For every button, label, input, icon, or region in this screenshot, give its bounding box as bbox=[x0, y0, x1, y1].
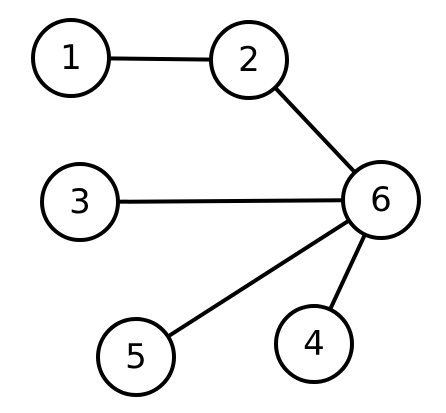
edge-6-5 bbox=[134, 198, 383, 359]
node-circle-5 bbox=[96, 317, 176, 397]
edge-3-6 bbox=[78, 198, 383, 204]
node-circle-2 bbox=[209, 20, 289, 100]
node-circle-6 bbox=[341, 160, 421, 240]
nodes-layer: 1 2 3 6 5 4 bbox=[31, 18, 421, 397]
node-label-6: 6 bbox=[370, 180, 392, 220]
node-label-5: 5 bbox=[125, 337, 147, 377]
node-label-1: 1 bbox=[60, 38, 82, 78]
node-2: 2 bbox=[209, 20, 289, 100]
node-label-2: 2 bbox=[238, 40, 260, 80]
node-3: 3 bbox=[40, 162, 120, 242]
node-label-4: 4 bbox=[303, 324, 325, 364]
node-label-3: 3 bbox=[69, 182, 91, 222]
node-5: 5 bbox=[96, 317, 176, 397]
node-4: 4 bbox=[274, 304, 354, 384]
node-1: 1 bbox=[31, 18, 111, 98]
node-circle-4 bbox=[274, 304, 354, 384]
node-6: 6 bbox=[341, 160, 421, 240]
node-circle-3 bbox=[40, 162, 120, 242]
node-circle-1 bbox=[31, 18, 111, 98]
